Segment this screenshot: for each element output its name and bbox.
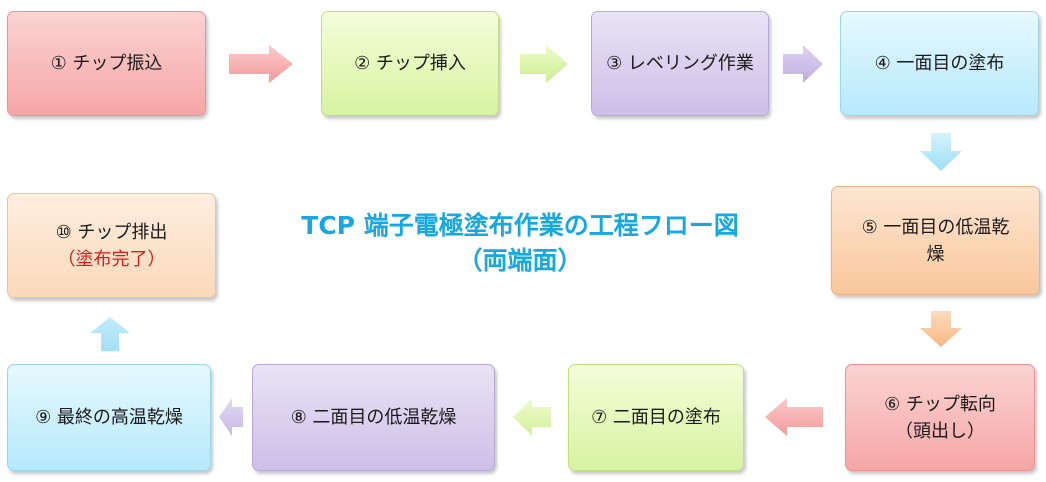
arrow-up-icon xyxy=(90,317,130,351)
step-9-box: ⑨ 最終の高温乾燥 xyxy=(7,364,211,471)
step-3-label: ③ レベリング作業 xyxy=(606,53,754,74)
step-2-label: ② チップ挿入 xyxy=(354,53,466,74)
step-1-box: ① チップ振込 xyxy=(7,11,206,116)
title-line-2: （両端面） xyxy=(457,246,583,275)
step-3-box: ③ レベリング作業 xyxy=(591,11,769,116)
arrow-right-icon xyxy=(783,45,823,83)
step-10-box: ⑩ チップ排出 （塗布完了） xyxy=(7,193,216,298)
step-5-box: ⑤ 一面目の低温乾 燥 xyxy=(831,186,1040,295)
step-8-label: ⑧ 二面目の低温乾燥 xyxy=(290,407,457,428)
arrow-left-icon xyxy=(219,398,243,436)
step-4-label: ④ 一面目の塗布 xyxy=(874,53,1005,74)
step-6-sublabel: （頭出し） xyxy=(895,420,985,442)
step-1-label: ① チップ振込 xyxy=(50,53,163,74)
step-8-box: ⑧ 二面目の低温乾燥 xyxy=(252,364,495,471)
arrow-down-icon xyxy=(920,311,962,347)
step-4-box: ④ 一面目の塗布 xyxy=(840,11,1039,116)
step-7-label: ⑦ 二面目の塗布 xyxy=(591,407,721,428)
step-10-label: ⑩ チップ排出 xyxy=(55,221,168,243)
diagram-title: TCP 端子電極塗布作業の工程フロー図 （両端面） xyxy=(250,208,790,278)
step-9-label: ⑨ 最終の高温乾燥 xyxy=(35,407,183,428)
step-7-box: ⑦ 二面目の塗布 xyxy=(568,364,744,471)
arrow-right-icon xyxy=(229,45,293,83)
step-2-box: ② チップ挿入 xyxy=(321,11,499,116)
step-5-label: ⑤ 一面目の低温乾 xyxy=(861,216,1010,238)
arrow-down-icon xyxy=(920,133,962,171)
title-line-1: TCP 端子電極塗布作業の工程フロー図 xyxy=(301,211,739,240)
arrow-left-icon xyxy=(765,398,823,436)
arrow-left-icon xyxy=(513,398,551,436)
step-5-label-cont: 燥 xyxy=(926,243,945,265)
arrow-right-icon xyxy=(520,45,568,83)
step-6-box: ⑥ チップ転向 （頭出し） xyxy=(845,364,1035,471)
step-10-sublabel: （塗布完了） xyxy=(57,248,166,270)
step-6-label: ⑥ チップ転向 xyxy=(884,393,996,415)
